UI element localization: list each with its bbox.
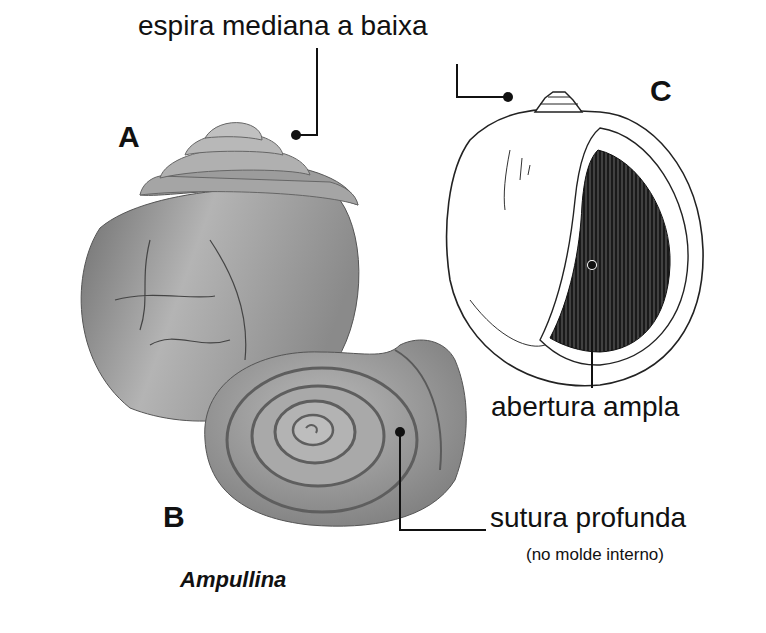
leader-dots: [291, 92, 597, 437]
genus-name: Ampullina: [180, 567, 286, 592]
shell-c: [447, 92, 703, 386]
part-label: sutura profunda: [490, 502, 686, 534]
shell-b: [205, 340, 467, 526]
leader-lines: [298, 48, 592, 530]
figure-letter: A: [118, 120, 140, 155]
part-label: abertura ampla: [491, 391, 679, 423]
figure-letter: B: [163, 500, 185, 535]
figure-letter: C: [650, 74, 672, 109]
part-label: espira mediana a baixa: [138, 10, 428, 42]
part-note: (no molde interno): [526, 545, 664, 565]
